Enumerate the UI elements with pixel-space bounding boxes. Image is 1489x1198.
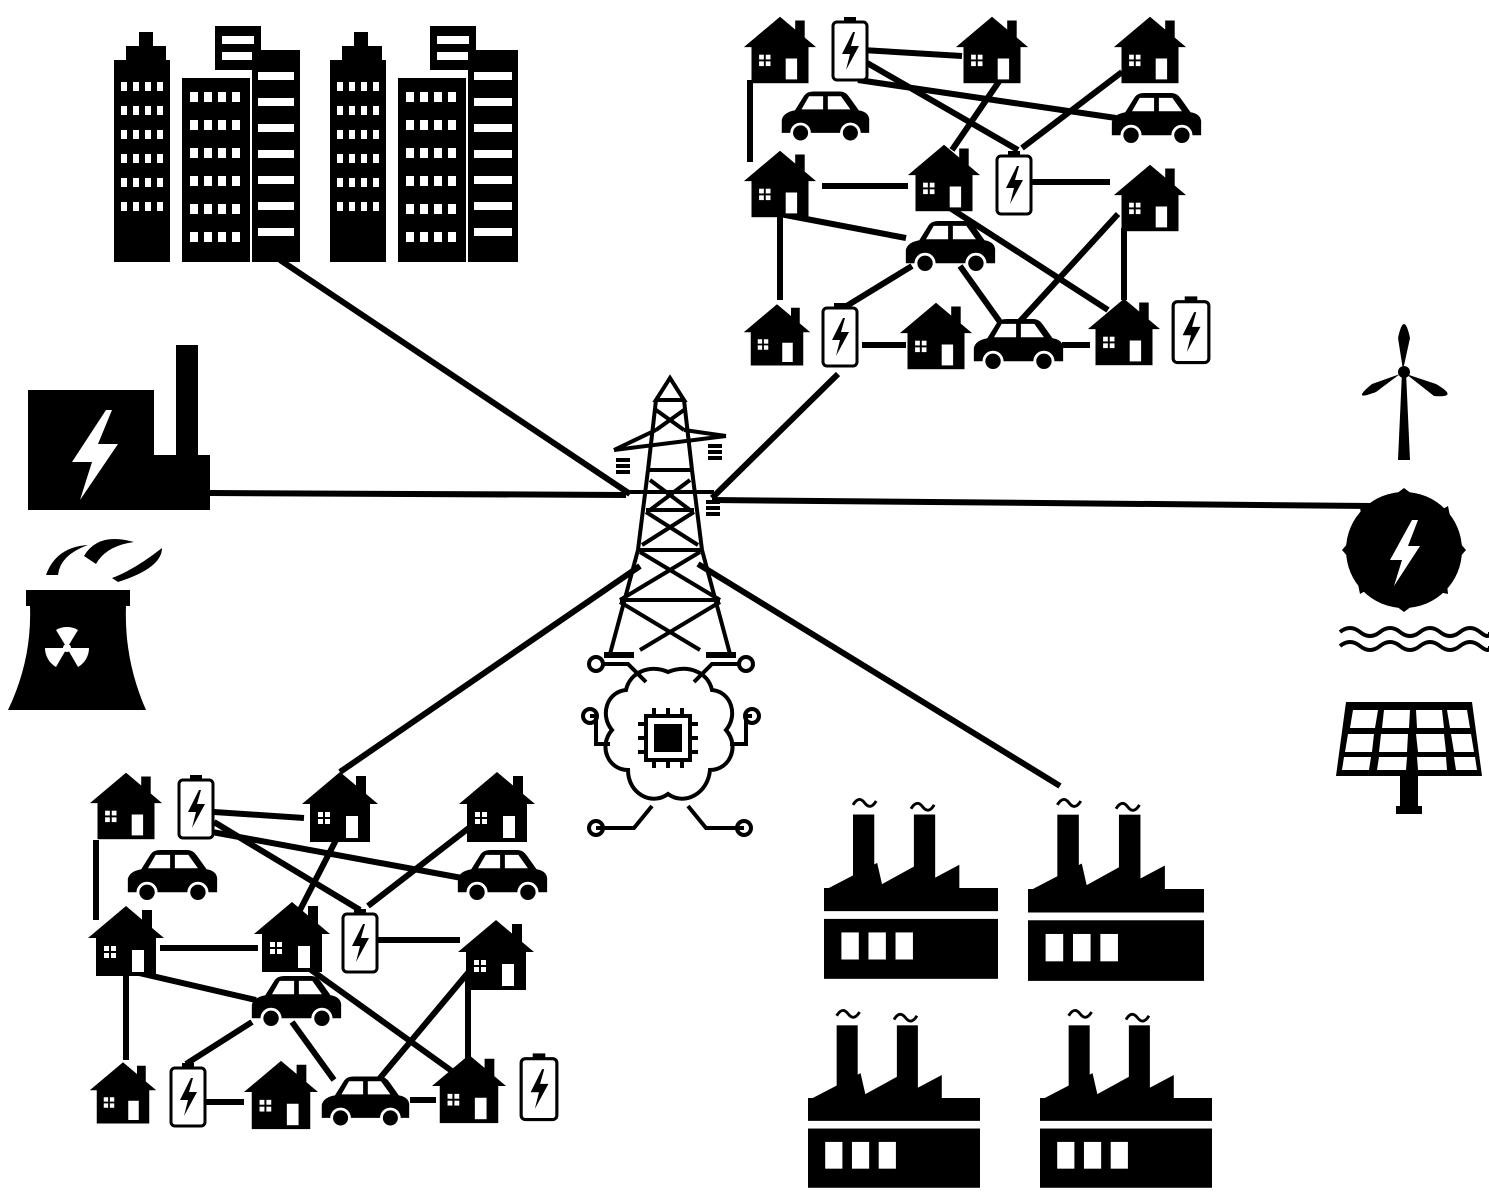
wind-turbine-icon <box>1361 324 1448 460</box>
factory-icon <box>824 797 998 981</box>
house-icon <box>955 16 1029 84</box>
grid-links <box>209 257 1371 789</box>
house-icon <box>899 302 973 370</box>
house-icon <box>89 772 163 840</box>
office-tower <box>330 32 386 262</box>
residential-microgrid-bottom <box>88 772 559 1130</box>
ai-brain-chip-icon <box>581 655 761 837</box>
electric-car-icon <box>781 91 870 144</box>
link-residential-top <box>709 371 841 501</box>
battery-icon <box>341 907 379 974</box>
electric-car-icon <box>127 850 218 903</box>
electric-car-icon <box>1111 93 1202 146</box>
house-icon <box>459 772 535 842</box>
electric-car-icon <box>321 1076 410 1129</box>
link-office-buildings <box>278 257 632 497</box>
hydro-wheel-icon <box>1338 488 1489 652</box>
house-icon <box>302 772 378 842</box>
house-icon <box>1113 164 1187 232</box>
insulator-icons <box>604 444 736 658</box>
residential-microgrid-top <box>743 15 1211 372</box>
link-power-plant <box>209 490 627 498</box>
battery-icon <box>177 773 215 840</box>
solar-panel-icon <box>1336 702 1482 814</box>
battery-icon <box>821 301 859 368</box>
transmission-tower-icon <box>608 374 732 655</box>
electric-car-icon <box>973 319 1064 372</box>
office-buildings-icon <box>114 26 518 262</box>
power-plant-icon <box>28 345 210 510</box>
battery-icon <box>1171 294 1211 365</box>
electric-car-icon <box>457 850 548 903</box>
link-hydro <box>711 497 1371 509</box>
house-icon <box>743 16 817 84</box>
microgrid-wires <box>747 47 1127 348</box>
battery-icon <box>831 15 869 82</box>
battery-icon <box>995 149 1033 216</box>
house-icon <box>743 150 817 218</box>
link-residential-bottom <box>338 563 642 775</box>
house-icon <box>254 902 330 972</box>
house-icon <box>743 304 811 366</box>
house-icon <box>1087 298 1161 366</box>
nuclear-cooling-tower-icon <box>8 539 162 710</box>
office-block <box>182 26 300 262</box>
office-block <box>398 26 518 262</box>
house-icon <box>458 920 534 990</box>
house-icon <box>88 906 164 976</box>
factory-icon <box>808 1008 980 1190</box>
house-icon <box>1113 16 1187 84</box>
battery-icon <box>169 1061 207 1128</box>
battery-icon <box>519 1051 559 1122</box>
factory-icon <box>1040 1008 1212 1190</box>
industrial-factories <box>808 797 1212 1190</box>
office-tower <box>114 32 170 262</box>
link-industrial <box>696 561 1062 789</box>
factory-icon <box>1028 797 1204 983</box>
house-icon <box>89 1062 157 1124</box>
house-icon <box>907 144 981 212</box>
house-icon <box>243 1060 319 1130</box>
